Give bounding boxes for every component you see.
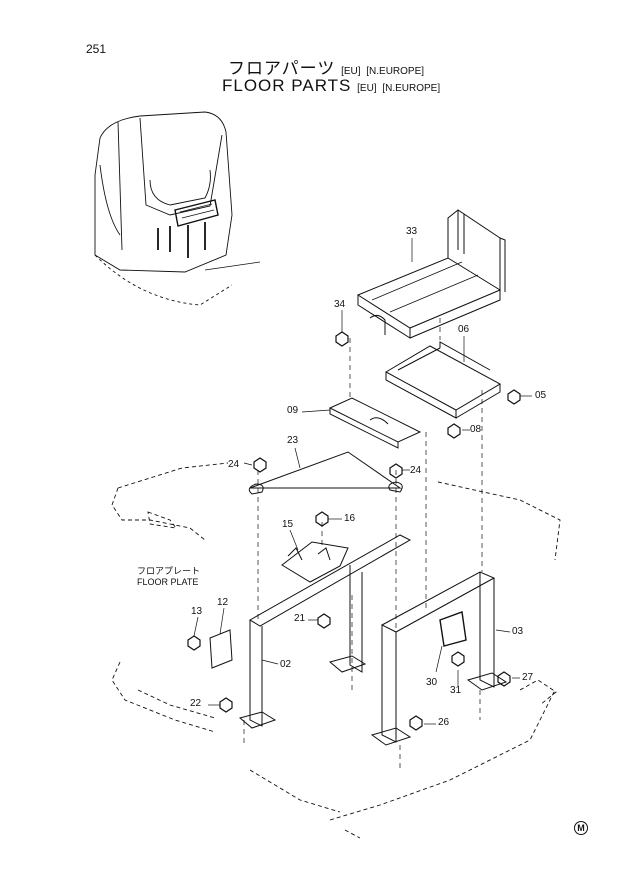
part-02-frame <box>240 535 410 728</box>
callout-16: 16 <box>344 513 356 524</box>
title-japanese: フロアパーツ [EU] [N.EUROPE] <box>228 54 424 79</box>
callout-22: 22 <box>190 698 202 709</box>
part-33-bracket <box>358 210 505 338</box>
callout-12: 12 <box>217 597 229 608</box>
callout-06: 06 <box>458 324 470 335</box>
callout-21: 21 <box>294 613 306 624</box>
callout-08: 08 <box>470 424 482 435</box>
m-mark: M <box>574 821 588 835</box>
callout-33: 33 <box>406 226 418 237</box>
part-03-frame <box>372 572 506 745</box>
callout-34: 34 <box>334 299 346 310</box>
callout-24-right: 24 <box>410 465 422 476</box>
callout-09: 09 <box>287 405 299 416</box>
title-jp-text: フロアパーツ <box>228 59 336 78</box>
callout-24-left: 24 <box>228 459 240 470</box>
floor-plate <box>112 463 560 838</box>
page-number: 251 <box>86 42 107 56</box>
callout-26: 26 <box>438 717 450 728</box>
title-en-tag-eu: [EU] <box>357 83 377 94</box>
floor-plate-label-jp: フロアプレート <box>137 566 201 576</box>
callout-03: 03 <box>512 626 524 637</box>
floor-plate-label: フロアプレート FLOOR PLATE <box>137 566 200 588</box>
callout-13: 13 <box>191 606 203 617</box>
callout-23: 23 <box>287 435 299 446</box>
assembly-lines <box>244 318 482 770</box>
cab-inset <box>95 112 260 305</box>
floor-plate-label-en: FLOOR PLATE <box>137 576 199 587</box>
bolts <box>188 332 520 730</box>
callout-31: 31 <box>450 685 462 696</box>
callout-05: 05 <box>535 390 547 401</box>
part-06-bracket <box>386 342 500 418</box>
leader-lines <box>194 238 532 724</box>
callout-15: 15 <box>282 519 294 530</box>
title-jp-tag-eu: [EU] <box>341 66 361 77</box>
part-23-plate <box>249 452 402 494</box>
callout-30: 30 <box>426 677 438 688</box>
title-en-tag-region: [N.EUROPE] <box>382 83 441 94</box>
title-en-text: FLOOR PARTS <box>222 76 352 95</box>
part-15-bracket <box>282 542 348 582</box>
title-jp-tag-region: [N.EUROPE] <box>366 66 425 77</box>
title-english: FLOOR PARTS [EU] [N.EUROPE] <box>222 76 440 96</box>
callout-02: 02 <box>280 659 292 670</box>
part-12-plate <box>210 630 232 668</box>
callout-27: 27 <box>522 672 534 683</box>
part-09-plate <box>330 398 420 448</box>
